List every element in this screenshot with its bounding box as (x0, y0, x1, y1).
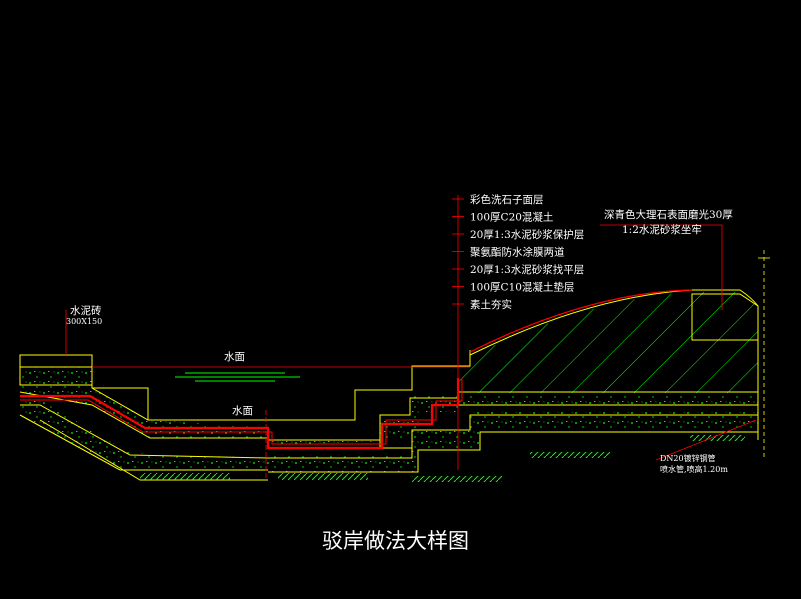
layer-leader-ticks (452, 198, 464, 305)
layer-label: 素土夯实 (470, 298, 512, 311)
drain-pipe (20, 378, 460, 450)
water-ripple-icon (175, 372, 300, 382)
layer-label: 聚氨酯防水涂膜两道 (470, 246, 565, 259)
pipe-leader (655, 419, 757, 461)
bank-concrete (458, 395, 758, 405)
drain-pipe-inner (20, 378, 463, 445)
layer-label: 100厚C20混凝土 (470, 211, 553, 224)
layer-label: 20厚1:3水泥砂浆保护层 (470, 228, 584, 241)
soil-hatch (140, 435, 745, 482)
brick-size-label: 300X150 (66, 317, 102, 326)
stone-label-line1: 深青色大理石表面磨光30厚 (604, 208, 733, 221)
pipe-label-line2: 喷水管,喷高1.20m (660, 464, 728, 474)
step-concrete (270, 395, 458, 445)
drawing-title: 驳岸做法大样图 (322, 529, 469, 553)
pool-base-concrete (22, 400, 270, 470)
coping-red-line (469, 289, 693, 353)
foundation-concrete (270, 412, 758, 472)
water-label-upper: 水面 (224, 351, 245, 363)
stone-leader (600, 224, 723, 310)
layer-label: 20厚1:3水泥砂浆找平层 (470, 263, 584, 276)
bank-earth-fill (458, 292, 758, 393)
stone-label-line2: 1:2水泥砂浆坐牢 (622, 223, 702, 236)
pipe-label-line1: DN20镀锌钢管 (660, 453, 716, 463)
water-label-lower: 水面 (232, 405, 253, 417)
layer-label: 彩色洗石子面层 (470, 193, 544, 206)
layer-label: 100厚C10混凝土垫层 (470, 281, 574, 294)
brick-label: 水泥砖 (70, 304, 102, 317)
